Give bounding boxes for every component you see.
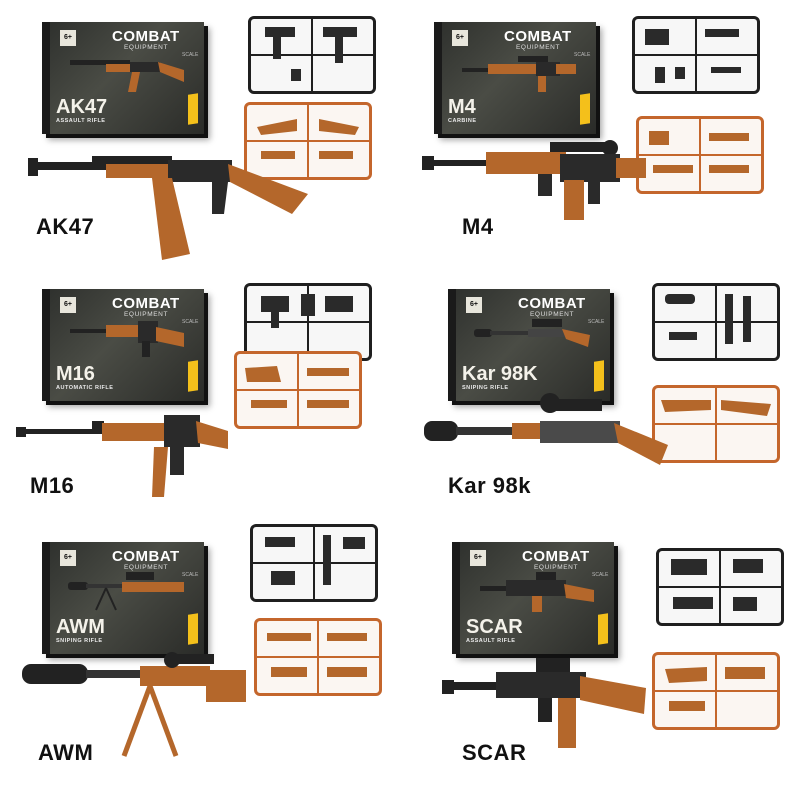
product-label: AK47 <box>36 214 95 239</box>
product-cell-m4: 6+ COMBAT EQUIPMENT SCALE M4 CARBINE <box>400 0 800 266</box>
box-brand-sub: EQUIPMENT <box>530 311 575 318</box>
box-brand-sub: EQUIPMENT <box>124 311 169 318</box>
product-box: 6+ COMBAT EQUIPMENT SCALE M4 CARBINE <box>434 22 596 134</box>
box-type: CARBINE <box>448 118 477 124</box>
box-gun-image <box>480 572 594 612</box>
box-brand: COMBAT <box>112 548 180 565</box>
box-model: AWM <box>56 616 105 638</box>
assembled-gun-scar <box>442 658 646 748</box>
box-gun-image <box>70 60 184 92</box>
product-label: M4 <box>462 214 494 239</box>
black-parts-sprue <box>632 16 760 94</box>
box-gun-image <box>70 321 184 357</box>
brown-parts-sprue <box>636 116 764 194</box>
product-cell-kar98k: 6+ COMBAT EQUIPMENT SCALE Kar 98K SNIPIN… <box>400 267 800 533</box>
product-cell-scar: 6+ COMBAT EQUIPMENT SCALE SCAR ASSAULT R… <box>400 534 800 800</box>
box-brand-sub: EQUIPMENT <box>124 564 169 571</box>
box-model: SCAR <box>466 616 523 638</box>
box-scale: SCALE <box>592 572 609 578</box>
product-box: 6+ COMBAT EQUIPMENT SCALE Kar 98K SNIPIN… <box>448 289 610 401</box>
box-scale: SCALE <box>182 572 199 578</box>
box-yellow-tag <box>598 613 608 645</box>
product-cell-awm: 6+ COMBAT EQUIPMENT SCALE AWM SNIPING RI… <box>0 524 400 800</box>
box-brand: COMBAT <box>518 295 586 312</box>
assembled-gun-m16 <box>16 415 228 497</box>
box-yellow-tag <box>188 613 198 645</box>
age-badge: 6+ <box>60 30 76 46</box>
box-brand-sub: EQUIPMENT <box>516 44 561 51</box>
assembled-gun-ak47 <box>28 156 308 260</box>
product-cell-m16: 6+ COMBAT EQUIPMENT SCALE M16 AUTOMATIC … <box>0 267 400 533</box>
box-scale: SCALE <box>588 319 605 325</box>
box-model: Kar 98K <box>462 363 538 385</box>
product-label: AWM <box>38 740 94 765</box>
brown-parts-sprue <box>652 652 780 730</box>
box-spine <box>448 289 456 401</box>
product-box: 6+ COMBAT EQUIPMENT SCALE M16 AUTOMATIC … <box>42 289 204 401</box>
box-model: M4 <box>448 96 476 118</box>
black-parts-sprue <box>652 283 780 361</box>
brown-parts-sprue <box>254 618 382 696</box>
box-gun-image <box>68 572 184 611</box>
box-brand-sub: EQUIPMENT <box>534 564 579 571</box>
age-badge: 6+ <box>60 550 76 566</box>
box-spine <box>452 542 460 654</box>
age-badge: 6+ <box>470 550 486 566</box>
box-type: SNIPING RIFLE <box>462 385 509 391</box>
box-yellow-tag <box>594 360 604 392</box>
box-spine <box>42 289 50 401</box>
box-spine <box>42 542 50 654</box>
assembled-gun-awm <box>22 652 246 757</box>
box-spine <box>434 22 442 134</box>
assembled-gun-m4 <box>422 140 646 220</box>
box-brand: COMBAT <box>112 28 180 45</box>
box-scale: SCALE <box>182 319 199 325</box>
box-spine <box>42 22 50 134</box>
product-box: 6+ COMBAT EQUIPMENT SCALE SCAR ASSAULT R… <box>452 542 614 654</box>
brown-parts-sprue <box>244 102 372 180</box>
box-type: ASSAULT RIFLE <box>56 118 106 124</box>
black-parts-sprue <box>244 283 372 361</box>
brown-parts-sprue <box>234 351 362 429</box>
box-brand: COMBAT <box>522 548 590 565</box>
product-label: Kar 98k <box>448 473 532 498</box>
age-badge: 6+ <box>466 297 482 313</box>
box-yellow-tag <box>580 93 590 125</box>
box-gun-image <box>462 56 576 92</box>
product-box: 6+ COMBAT EQUIPMENT SCALE AK47 ASSAULT R… <box>42 22 204 134</box>
black-parts-sprue <box>656 548 784 626</box>
box-yellow-tag <box>188 93 198 125</box>
product-cell-ak47: 6+ COMBAT EQUIPMENT SCALE AK47 ASSAULT R… <box>0 0 400 266</box>
black-parts-sprue <box>248 16 376 94</box>
box-type: ASSAULT RIFLE <box>466 638 516 644</box>
box-model: AK47 <box>56 96 108 118</box>
box-scale: SCALE <box>574 52 591 58</box>
box-yellow-tag <box>188 360 198 392</box>
assembled-gun-kar98k <box>424 393 668 465</box>
box-gun-image <box>474 319 590 347</box>
age-badge: 6+ <box>60 297 76 313</box>
age-badge: 6+ <box>452 30 468 46</box>
product-label: SCAR <box>462 740 527 765</box>
box-brand: COMBAT <box>504 28 572 45</box>
box-model: M16 <box>56 363 95 385</box>
box-brand-sub: EQUIPMENT <box>124 44 169 51</box>
box-brand: COMBAT <box>112 295 180 312</box>
box-type: AUTOMATIC RIFLE <box>56 385 114 391</box>
product-label: M16 <box>30 473 75 498</box>
box-type: SNIPING RIFLE <box>56 638 103 644</box>
product-box: 6+ COMBAT EQUIPMENT SCALE AWM SNIPING RI… <box>42 542 204 654</box>
brown-parts-sprue <box>652 385 780 463</box>
box-scale: SCALE <box>182 52 199 58</box>
black-parts-sprue <box>250 524 378 602</box>
